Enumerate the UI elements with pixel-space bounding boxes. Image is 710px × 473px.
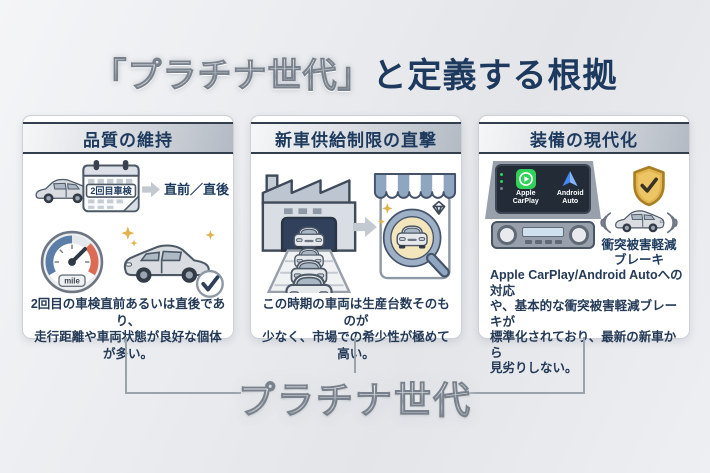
radio-knob [497, 225, 517, 245]
infotainment-screen: Apple CarPlay Android Auto [495, 164, 591, 214]
page-title-suffix: と定義する根拠 [372, 57, 618, 95]
page-title-platinum: 「プラチナ世代」 [92, 57, 373, 96]
diamond-icon [432, 200, 446, 215]
panel-quality: 品質の維持 2回目車検 直前／直後 [22, 115, 234, 361]
gauge-unit-label: mile [64, 276, 80, 285]
footer-label: プラチナ世代 [0, 370, 710, 424]
carplay-app: Apple CarPlay [507, 169, 545, 206]
speedometer-icon: mile [40, 230, 104, 294]
connector-left-horizontal [125, 392, 241, 394]
android-auto-label: Android Auto [556, 190, 584, 205]
timing-label: 直前／直後 [164, 182, 230, 197]
awning [373, 173, 457, 199]
android-auto-app: Android Auto [552, 169, 590, 206]
infotainment-bezel: Apple CarPlay Android Auto [485, 161, 601, 219]
sparkle-icon [130, 239, 138, 247]
factory-icon [261, 174, 357, 293]
connector-right-horizontal [469, 392, 585, 394]
page-title: 「プラチナ世代」と定義する根拠 [0, 48, 710, 97]
safety-brake-label: 衝突被害軽減 ブレーキ [601, 238, 677, 267]
connector-center-vertical [354, 337, 356, 373]
magnifier-car-icon [382, 208, 450, 278]
radio-display [522, 226, 564, 237]
connector-left-vertical [125, 337, 127, 394]
calendar-label: 2回目車検 [90, 185, 132, 196]
panel-supply: 新車供給制限の直撃 [250, 115, 462, 361]
panel-supply-header: 新車供給制限の直撃 [251, 122, 461, 154]
platinum-generation-text: プラチナ世代 [238, 380, 472, 422]
panel-quality-header: 品質の維持 [23, 122, 233, 154]
calendar-icon: 2回目車検 [82, 159, 140, 213]
carplay-icon [515, 169, 536, 189]
android-auto-icon [562, 171, 578, 187]
screen-status-dots [500, 173, 503, 190]
sparkle-icon [205, 230, 216, 240]
panel-equipment-header: 装備の現代化 [479, 122, 689, 154]
radio-knob [569, 225, 589, 245]
radio-buttons [520, 239, 566, 244]
radar-car-icon [600, 210, 678, 234]
connector-right-vertical [583, 337, 585, 394]
arrow-right-icon [142, 181, 160, 198]
shop-awning-icon [373, 173, 457, 280]
panel-supply-body: この時期の車両は生産台数そのものが 少なく、市場での希少性が極めて高い。 [262, 297, 450, 361]
panel-quality-body: 2回目の車検直前あるいは直後であり、 走行距離や車両状態が良好な個体が多い。 [30, 297, 226, 361]
check-circle-icon [195, 269, 224, 298]
car-radio [491, 221, 595, 249]
carplay-label: Apple CarPlay [512, 190, 539, 205]
panel-equipment: 装備の現代化 Apple CarPlay [478, 115, 690, 375]
shield-check-icon [633, 165, 665, 207]
sparkle-icon [121, 226, 135, 240]
panel-equipment-body: Apple CarPlay/Android Autoへの対応 や、基本的な衝突被… [490, 268, 683, 375]
arrow-right-icon [353, 216, 377, 238]
sparkling-car-icon [121, 226, 224, 298]
car-infotainment-icon: Apple CarPlay Android Auto [485, 161, 601, 249]
